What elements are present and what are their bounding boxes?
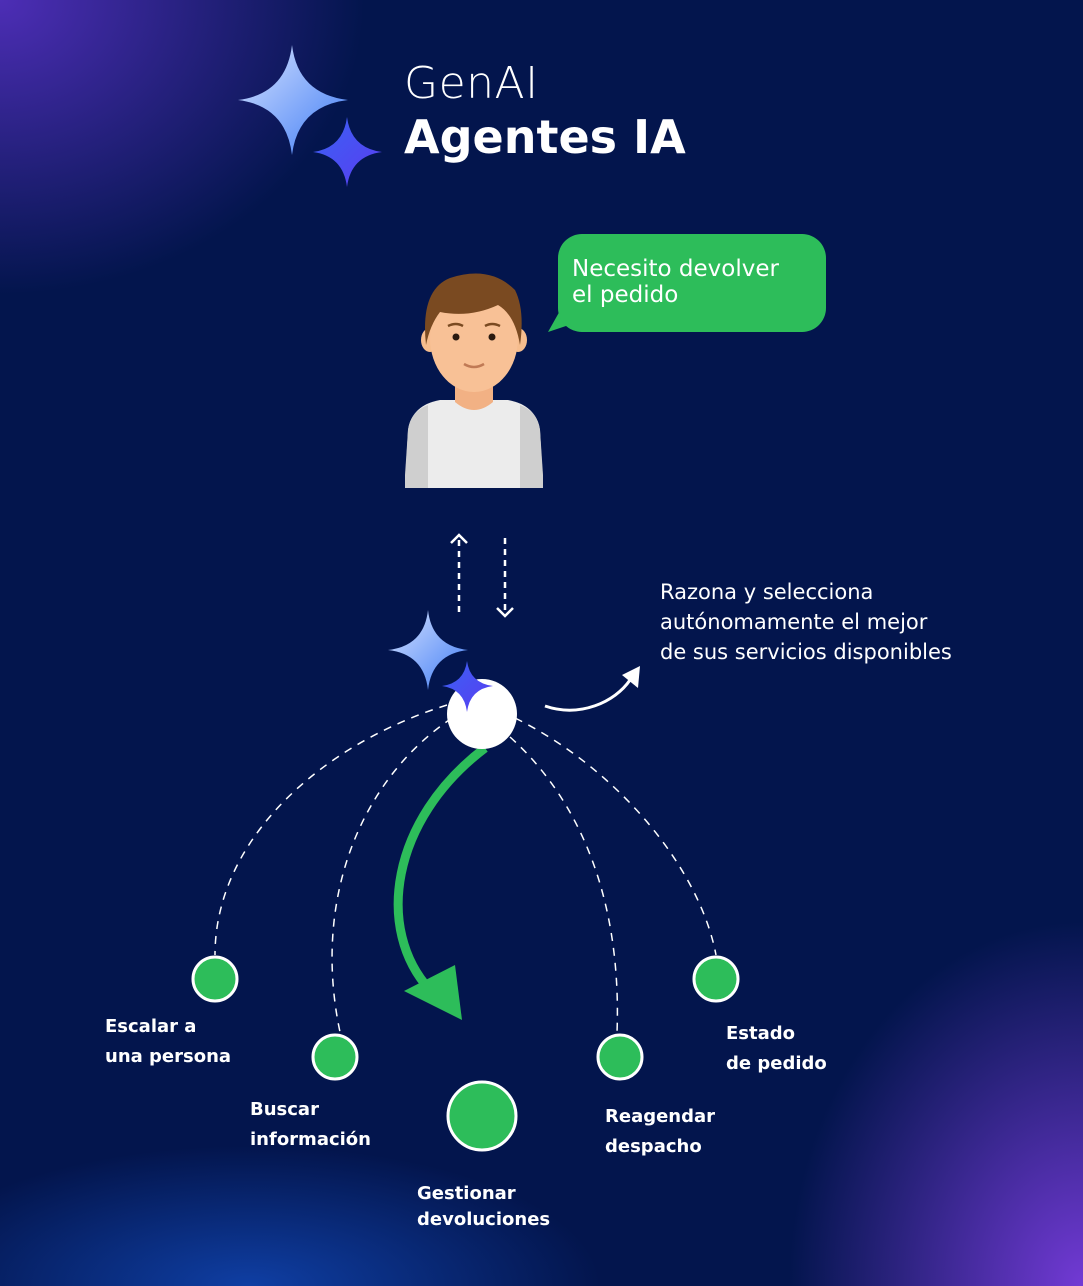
reasoning-arrow-icon xyxy=(544,666,640,712)
page-title: Agentes IA xyxy=(404,110,686,164)
service-node-buscar[interactable] xyxy=(311,1033,359,1081)
service-node-reagendar[interactable] xyxy=(596,1033,644,1081)
brand-label: GenAI xyxy=(404,58,539,109)
service-connectors xyxy=(214,704,717,1034)
sparkle-small-icon xyxy=(442,661,493,712)
response-arrow-down-icon xyxy=(496,538,514,618)
sparkle-small-icon xyxy=(313,117,382,187)
speech-bubble xyxy=(558,234,826,332)
sparkle-icon xyxy=(388,610,468,690)
request-arrow-up-icon xyxy=(450,533,468,612)
service-node-gestionar[interactable] xyxy=(446,1080,518,1152)
service-label: Escalar a una persona xyxy=(105,1016,232,1067)
service-label: Estado de pedido xyxy=(726,1023,827,1074)
service-label-selected: Gestionar devoluciones xyxy=(417,1183,551,1230)
service-node-escalar[interactable] xyxy=(191,955,239,1003)
selected-path-arrow-icon xyxy=(393,744,488,1020)
service-node-estado[interactable] xyxy=(692,955,740,1003)
sparkle-icon xyxy=(238,45,348,155)
user-avatar xyxy=(405,273,543,488)
speech-text: Necesito devolver el pedido xyxy=(572,256,779,308)
service-label: Reagendar despacho xyxy=(605,1106,716,1157)
service-label: Buscar información xyxy=(250,1099,371,1150)
agent-note: Razona y selecciona autónomamente el mej… xyxy=(660,580,952,664)
